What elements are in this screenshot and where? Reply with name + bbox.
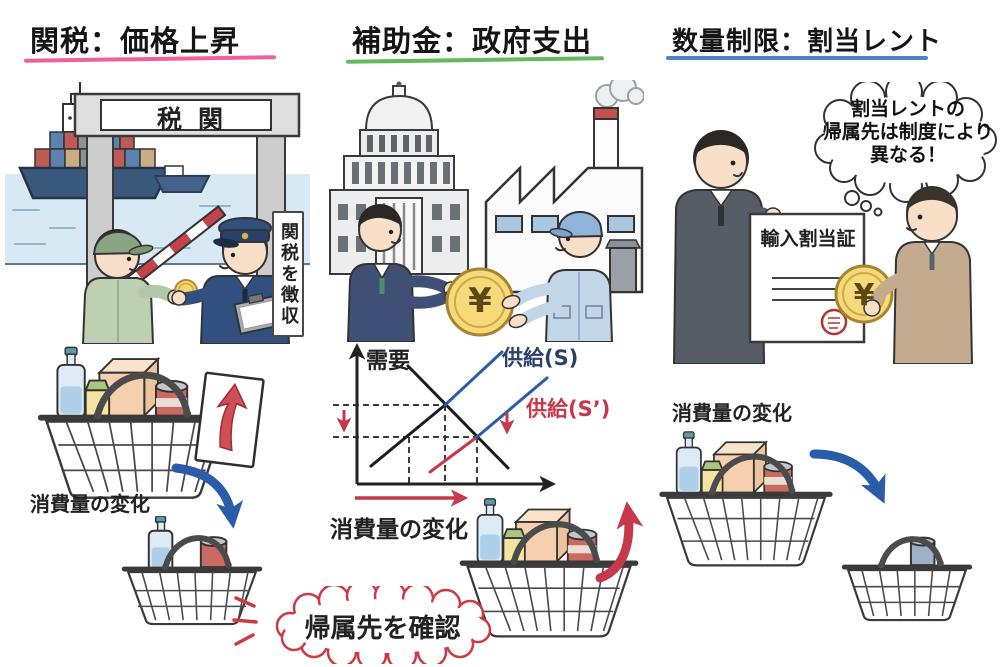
thought-bubble-line3: 異なる！ xyxy=(869,144,946,166)
quota-underline xyxy=(666,56,928,60)
thought-bubble-line2: 帰属先は制度により xyxy=(822,121,994,143)
subsidy-consumption-label: 消費量の変化 xyxy=(330,517,468,543)
groceries xyxy=(476,498,598,565)
quota-title: 数量制限：割当レント xyxy=(672,27,943,57)
certificate-title: 輸入割当証 xyxy=(760,228,856,250)
factory-worker-figure xyxy=(501,211,614,342)
quota-coin-yen-symbol: ¥ xyxy=(853,278,875,313)
shifted-supply-lower xyxy=(428,435,479,474)
gate-sign-board xyxy=(100,99,272,131)
quota-small-basket-icon xyxy=(841,536,973,622)
subsidy-scene-illustration xyxy=(329,80,644,342)
green-cap-icon xyxy=(92,231,144,256)
thought-bubble-line1: 割当レントの xyxy=(850,98,965,120)
tariff-consumption-label: 消費量の変化 xyxy=(30,492,150,516)
basket-body xyxy=(37,371,234,499)
tariff-small-basket-icon xyxy=(121,516,263,626)
decrease-arrow-icon xyxy=(171,463,244,529)
tariff-full-basket-icon xyxy=(37,346,234,499)
subsidy-coin-yen-symbol: ¥ xyxy=(468,281,492,321)
shifted-supply-upper xyxy=(475,376,549,439)
government-building-icon xyxy=(329,81,469,275)
quota-scene-illustration xyxy=(672,82,997,364)
thought-bubble-icon xyxy=(814,82,997,217)
red-seal-icon xyxy=(820,308,848,336)
supply-curve-upper xyxy=(443,350,504,407)
check-bubble-text: 帰属先を確認 xyxy=(304,614,461,644)
basket-handle xyxy=(94,371,191,420)
price-up-card-icon xyxy=(194,371,265,469)
rent-receiver-figure xyxy=(863,186,974,364)
demand-label: 需要 xyxy=(366,349,411,374)
quota-full-basket-icon xyxy=(659,431,833,567)
quota-consumption-label: 消費量の変化 xyxy=(672,401,792,425)
supply-label: 供給(S) xyxy=(502,346,579,370)
supply-demand-graph xyxy=(333,343,556,507)
clipboard-icon xyxy=(233,292,285,335)
check-bubble-icon xyxy=(275,586,492,664)
customs-officer-figure xyxy=(171,217,291,344)
factory-icon xyxy=(484,80,644,294)
tariff-collection-sign-text: 関税を徴収 xyxy=(278,221,299,327)
emphasis-marks-icon xyxy=(232,596,258,646)
dashed-guides xyxy=(333,404,478,484)
thought-bubble-text: 割当レントの 帰属先は制度により 異なる！ xyxy=(822,98,994,167)
tariff-collection-sign: 関税を徴収 xyxy=(272,211,304,337)
supply-curve-lower xyxy=(369,403,447,468)
customs-gate-sign: 税関 xyxy=(156,105,239,134)
demand-curve xyxy=(406,364,510,470)
tariff-title: 関税：価格上昇 xyxy=(30,24,241,58)
increase-arrow-icon xyxy=(595,501,644,583)
small-boat-icon xyxy=(153,165,211,193)
shifted-supply-label: 供給(S’) xyxy=(526,397,611,421)
subsidy-title: 補助金：政府支出 xyxy=(352,24,593,58)
price-up-arrow-icon xyxy=(216,382,248,452)
customs-scene-illustration xyxy=(5,82,310,344)
quota-decrease-arrow-icon xyxy=(809,449,886,504)
